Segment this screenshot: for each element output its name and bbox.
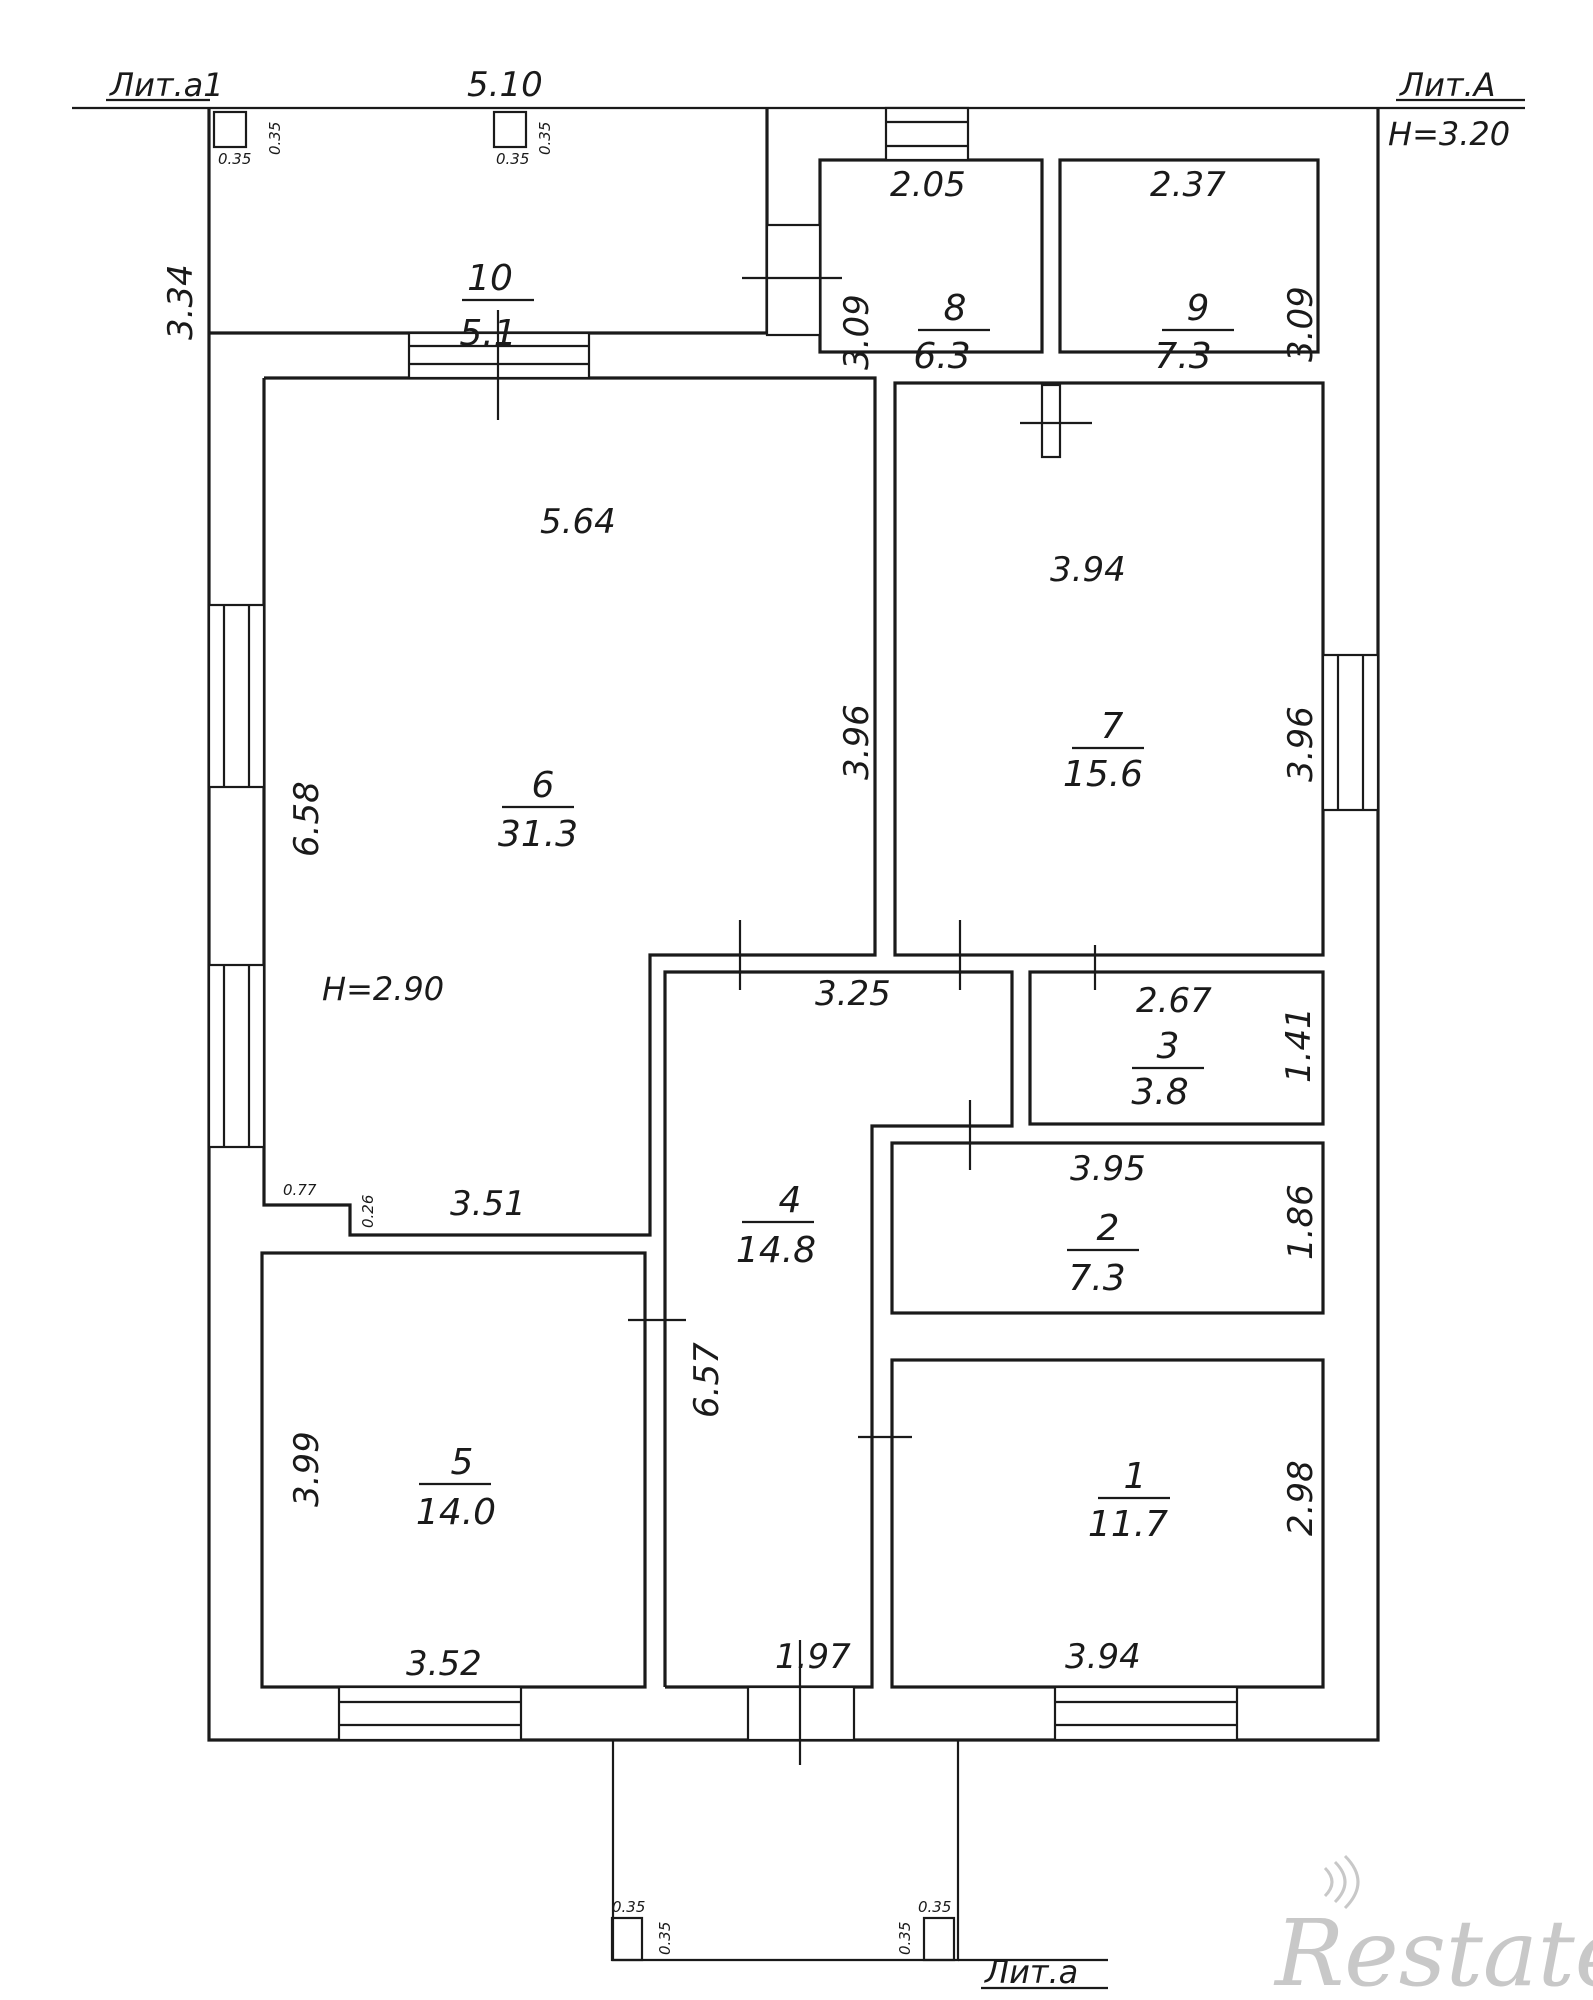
dim-col-4: 0.35 xyxy=(536,122,554,155)
dim-col-1: 0.35 xyxy=(218,150,251,168)
dim-r6-notch-h: 0.26 xyxy=(359,1195,377,1228)
label-lit-a1: Лит.а1 xyxy=(109,66,224,104)
watermark-restate: Restate xyxy=(1273,1900,1593,2000)
room-10-area: 5.1 xyxy=(459,313,516,354)
room-7-number: 7 xyxy=(1101,706,1124,747)
dim-r8-height: 3.09 xyxy=(837,294,877,370)
watermark: Restate xyxy=(1273,1854,1593,2000)
room-5-area: 14.0 xyxy=(416,1492,496,1533)
door-room-8-9 xyxy=(1040,383,1062,459)
dim-hall-325: 3.25 xyxy=(815,974,891,1014)
room-5-number: 5 xyxy=(451,1442,474,1483)
dimensions: 5.10 2.05 2.37 5.64 3.94 3.25 2.67 3.51 … xyxy=(161,65,1321,1955)
dim-col-5: 0.35 xyxy=(612,1898,645,1916)
window-room-6-left-lower xyxy=(207,963,266,1149)
room-10-number: 10 xyxy=(467,258,513,299)
dim-top-510: 5.10 xyxy=(467,65,543,105)
dim-r2-width: 3.95 xyxy=(1070,1149,1146,1189)
dim-r2-height: 1.86 xyxy=(1281,1184,1321,1260)
dim-r7-width: 3.94 xyxy=(1050,550,1126,590)
dim-r6-bottom: 3.51 xyxy=(450,1184,526,1224)
room-1-area: 11.7 xyxy=(1088,1504,1168,1545)
window-room-8 xyxy=(884,106,970,162)
dim-col-6: 0.35 xyxy=(656,1922,674,1955)
room-4-area: 14.8 xyxy=(736,1230,816,1271)
room-8-number: 8 xyxy=(944,288,967,329)
room-3-number: 3 xyxy=(1157,1026,1180,1067)
label-height-main: H=3.20 xyxy=(1388,115,1510,153)
dim-col-7: 0.35 xyxy=(896,1922,914,1955)
room-tags: 10 5.1 8 6.3 9 7.3 6 31.3 7 15.6 3 3.8 2… xyxy=(416,258,1234,1545)
dim-r1-height: 2.98 xyxy=(1281,1460,1321,1536)
dim-r4-height: 6.57 xyxy=(687,1342,727,1418)
door-room-10 xyxy=(765,223,822,337)
label-lit-A: Лит.А xyxy=(1399,66,1496,104)
room-6-area: 31.3 xyxy=(498,814,578,855)
dim-r3-width: 2.67 xyxy=(1136,981,1212,1021)
dim-col-8: 0.35 xyxy=(918,1898,951,1916)
dim-r5-width: 3.52 xyxy=(406,1644,482,1684)
dim-r3-height: 1.41 xyxy=(1279,1007,1319,1083)
window-room-1 xyxy=(1053,1685,1239,1742)
room-3-area: 3.8 xyxy=(1131,1072,1188,1113)
dim-r7-height: 3.96 xyxy=(1281,706,1321,782)
dim-r6-right: 3.96 xyxy=(837,704,877,780)
dim-col-3: 0.35 xyxy=(496,150,529,168)
windows xyxy=(207,106,1380,1742)
dim-r1-width: 3.94 xyxy=(1065,1637,1141,1677)
room-9-walls xyxy=(1058,158,1320,354)
room-4-number: 4 xyxy=(779,1180,802,1221)
room-6-walls xyxy=(262,376,877,1237)
dim-r6-width: 5.64 xyxy=(540,502,616,542)
dim-r9-height: 3.09 xyxy=(1281,286,1321,362)
room-3-walls xyxy=(1028,970,1325,1126)
room-7-walls xyxy=(893,381,1325,957)
room-7-area: 15.6 xyxy=(1063,754,1143,795)
window-room-5 xyxy=(337,1685,523,1742)
dim-r8-width: 2.05 xyxy=(890,165,966,205)
dim-r6-notch-w: 0.77 xyxy=(283,1181,317,1199)
room-4-walls xyxy=(663,970,1014,1689)
window-room-7 xyxy=(1321,653,1380,812)
label-lit-a: Лит.а xyxy=(984,1953,1078,1991)
dim-r5-height: 3.99 xyxy=(287,1431,327,1507)
room-2-walls xyxy=(890,1141,1325,1315)
window-room-6-left-upper xyxy=(207,603,266,789)
room-2-number: 2 xyxy=(1097,1208,1120,1249)
room-9-number: 9 xyxy=(1187,288,1210,329)
dim-r9-width: 2.37 xyxy=(1150,165,1226,205)
room-1-number: 1 xyxy=(1124,1456,1147,1497)
room-8-area: 6.3 xyxy=(913,336,970,377)
plan-labels: Лит.а1 Лит.А H=3.20 H=2.90 Лит.а xyxy=(106,66,1525,1991)
room-2-area: 7.3 xyxy=(1068,1258,1125,1299)
dim-r6-height: 6.58 xyxy=(287,781,327,857)
label-height-room6: H=2.90 xyxy=(322,970,444,1008)
room-9-area: 7.3 xyxy=(1154,336,1211,377)
dim-col-2: 0.35 xyxy=(266,122,284,155)
doors xyxy=(496,223,1097,1765)
room-walls xyxy=(260,158,1325,1689)
dim-r4-bottom: 1.97 xyxy=(775,1637,851,1677)
dim-r10-height: 3.34 xyxy=(161,264,201,340)
room-6-number: 6 xyxy=(532,765,555,806)
